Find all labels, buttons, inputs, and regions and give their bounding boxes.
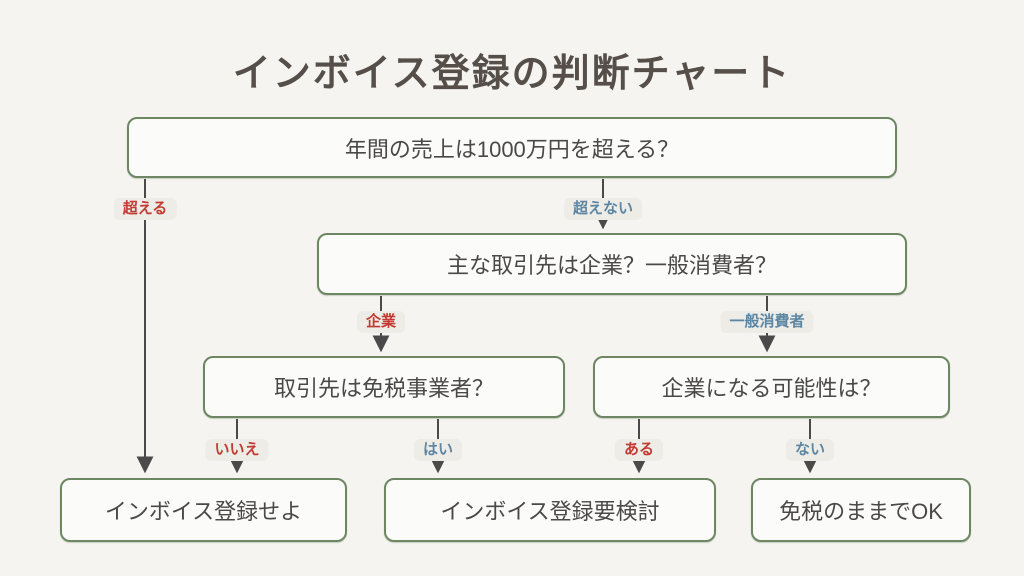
node-question-clients: 主な取引先は企業？一般消費者？ [317, 233, 907, 295]
edge-label-yes: はい [413, 439, 463, 461]
node-result-stay-exempt: 免税のままでOK [751, 478, 971, 542]
edge-label-not-exceed: 超えない [563, 198, 643, 220]
page-title: インボイス登録の判断チャート [232, 53, 792, 95]
edge-label-exceeds: 超える [113, 198, 177, 220]
edge-label-company: 企業 [356, 311, 406, 333]
node-question-become-company: 企業になる可能性は？ [593, 356, 950, 418]
edge-label-exists: ある [614, 439, 664, 461]
node-result-register: インボイス登録せよ [60, 478, 347, 542]
edge-label-none: ない [785, 439, 835, 461]
node-question-sales: 年間の売上は1000万円を超える？ [127, 117, 897, 178]
node-result-consider: インボイス登録要検討 [384, 478, 716, 542]
edge-label-no: いいえ [205, 439, 269, 461]
edge-label-consumer: 一般消費者 [720, 311, 814, 333]
node-question-tax-exempt: 取引先は免税事業者？ [203, 356, 565, 418]
